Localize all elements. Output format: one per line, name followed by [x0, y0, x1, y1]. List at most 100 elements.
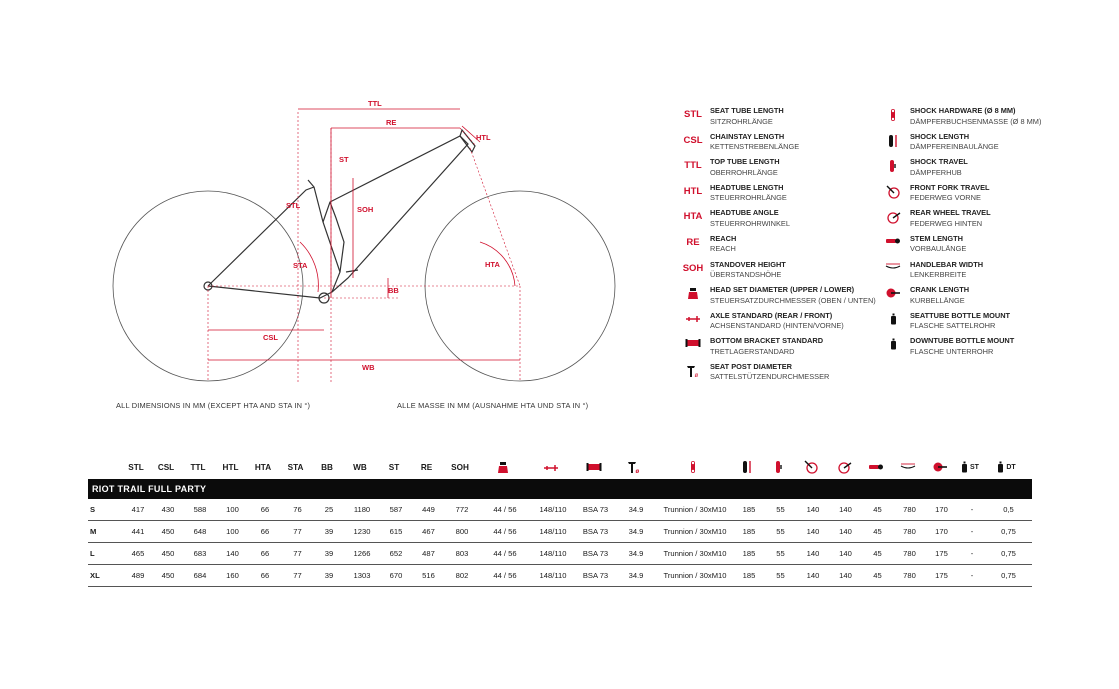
stem-icon — [860, 455, 891, 479]
dimension-lines — [208, 108, 520, 361]
table-cell: 140 — [806, 571, 820, 580]
legend-abbr: TTL — [684, 160, 702, 172]
table-cell: 1180 — [353, 505, 371, 514]
legend-english: CRANK LENGTH — [910, 285, 970, 295]
column-header — [88, 455, 122, 479]
table-cell: BSA 73 — [582, 505, 609, 514]
legend-english: STANDOVER HEIGHT — [710, 259, 786, 269]
handlebar-icon — [876, 260, 910, 272]
legend-english: AXLE STANDARD (REAR / FRONT) — [710, 310, 833, 320]
column-header: CSL — [157, 462, 175, 472]
table-cell: 588 — [193, 505, 207, 514]
table-cell: 0,75 — [1001, 527, 1016, 536]
table-cell: 430 — [161, 505, 175, 514]
column-header-suffix: DT — [1006, 463, 1016, 471]
handlebar-icon — [891, 455, 924, 479]
label-re: RE — [386, 118, 396, 127]
table-cell: 45 — [873, 571, 882, 580]
label-wb: WB — [362, 363, 375, 372]
stem-icon — [876, 234, 910, 246]
legend-english: HEADTUBE LENGTH — [710, 182, 784, 192]
table-cell: 175 — [935, 571, 948, 580]
table-cell: 185 — [742, 571, 756, 580]
rear-wheel — [112, 190, 304, 382]
bike-geometry-diagram: TTL RE ST HTL STL SOH STA HTA BB CSL WB — [112, 99, 616, 382]
legend-right-column: SHOCK HARDWARE (Ø 8 MM)DÄMPFERBUCHSENMAS… — [876, 106, 1076, 362]
table-cell: 55 — [776, 505, 785, 514]
table-cell: 140 — [839, 527, 852, 536]
table-cell: 140 — [839, 571, 852, 580]
table-cell: 34.9 — [628, 549, 644, 558]
legend-abbr: SOH — [682, 262, 704, 274]
seattube-bottle-icon: ST — [955, 455, 985, 479]
table-cell: 100 — [226, 505, 239, 514]
label-sta: STA — [293, 261, 308, 270]
label-st: ST — [339, 155, 349, 164]
table-cell: 487 — [422, 549, 435, 558]
legend-english: STEM LENGTH — [910, 233, 963, 243]
legend-german: DÄMPFERBUCHSENMASSE (Ø 8 MM) — [910, 116, 1042, 126]
table-cell: 587 — [389, 505, 403, 514]
column-header: WB — [353, 462, 367, 472]
shock-travel-icon — [876, 157, 910, 173]
column-header: TTL — [190, 462, 206, 472]
table-cell: 39 — [324, 571, 334, 580]
svg-text:ø: ø — [636, 469, 640, 474]
table-cell: 34.9 — [628, 505, 644, 514]
table-cell: - — [970, 505, 974, 514]
rear-travel-icon — [827, 455, 860, 479]
legend-english: HANDLEBAR WIDTH — [910, 259, 984, 269]
legend-item: SHOCK HARDWARE (Ø 8 MM)DÄMPFERBUCHSENMAS… — [876, 106, 1076, 132]
legend-german: SATTELSTÜTZENDURCHMESSER — [710, 372, 830, 382]
label-htl: HTL — [476, 133, 491, 142]
table-cell: 77 — [293, 527, 302, 536]
table-cell: 417 — [131, 505, 145, 514]
table-cell: 148/110 — [539, 505, 567, 514]
legend-german: FLASCHE UNTERROHR — [910, 346, 994, 356]
legend-german: DÄMPFERHUB — [910, 167, 962, 177]
table-cell: Trunnion / 30xM10 — [663, 571, 727, 580]
label-stl: STL — [286, 201, 301, 210]
legend-item: HEAD SET DIAMETER (UPPER / LOWER)STEUERS… — [676, 285, 876, 311]
table-cell: 25 — [324, 505, 334, 514]
table-cell: 148/110 — [539, 571, 567, 580]
table-cell: 55 — [776, 549, 785, 558]
table-cell: 140 — [839, 505, 852, 514]
seatpost-icon: ø — [614, 455, 654, 479]
table-cell: 77 — [293, 549, 302, 558]
column-header: BB — [321, 462, 333, 472]
legend-english: DOWNTUBE BOTTLE MOUNT — [910, 336, 1015, 346]
table-cell: 66 — [260, 549, 270, 558]
table-cell: 450 — [161, 527, 175, 536]
shock-hardware-icon — [654, 455, 732, 479]
table-cell: 45 — [873, 549, 882, 558]
table-cell: 66 — [260, 505, 270, 514]
legend-english: HEAD SET DIAMETER (UPPER / LOWER) — [710, 285, 855, 295]
table-cell: 100 — [226, 527, 239, 536]
table-cell: 45 — [873, 527, 882, 536]
legend-abbr: HTL — [683, 185, 703, 197]
table-cell: 800 — [455, 527, 469, 536]
label-bb: BB — [388, 286, 399, 295]
legend-english: BOTTOM BRACKET STANDARD — [710, 336, 824, 346]
table-cell: 160 — [226, 571, 239, 580]
table-cell: BSA 73 — [582, 527, 609, 536]
